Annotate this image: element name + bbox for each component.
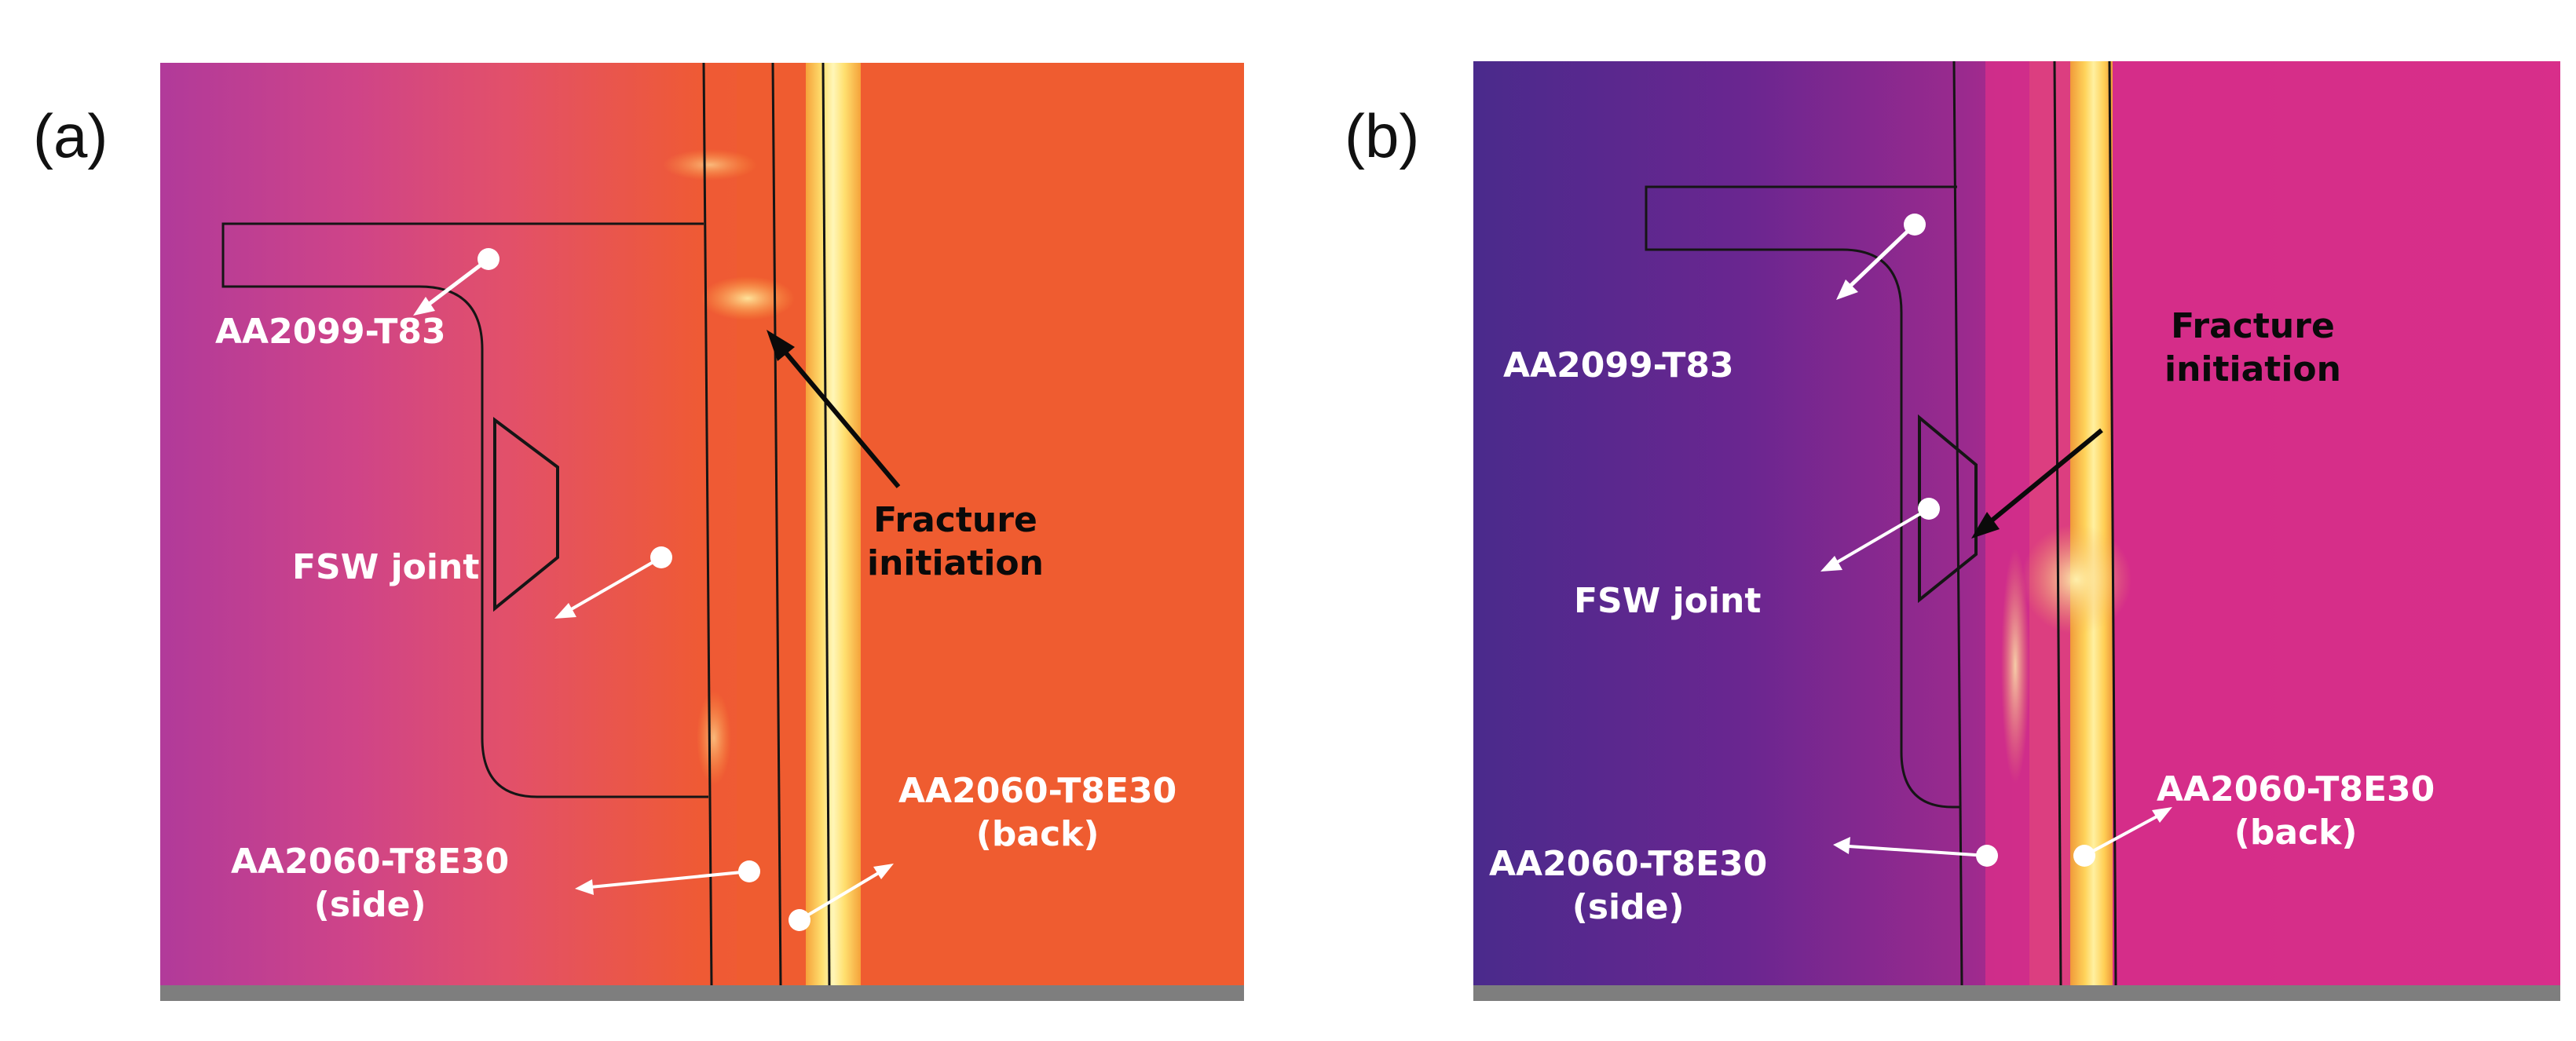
panel-b-hotspot-edge bbox=[2001, 548, 2029, 783]
panel-a-back-line2: (back) bbox=[975, 814, 1100, 854]
panel-b-back-line2: (back) bbox=[2234, 813, 2358, 853]
panel-b-baseline bbox=[1473, 985, 2560, 1001]
panel-a-fracture-line2: initiation bbox=[867, 543, 1044, 583]
panel-a-label: (a) bbox=[33, 101, 108, 170]
panel-b-side-line1: AA2060-T8E30 bbox=[1489, 844, 1768, 884]
panel-b-fracture-line1: Fracture bbox=[2171, 306, 2335, 346]
panel-a-label-aa2099: AA2099-T83 bbox=[215, 312, 446, 352]
panel-b-label-fracture: Fracture initiation bbox=[2164, 305, 2341, 391]
panel-b-thermogram bbox=[1473, 61, 2560, 985]
panel-b-fracture-hotspot bbox=[2022, 524, 2131, 634]
panel-a-fracture-arrow bbox=[780, 347, 901, 488]
panel-b-back-strip bbox=[2070, 61, 2113, 985]
panel-a-fracture-hotspot bbox=[701, 276, 795, 320]
panel-a-label-back: AA2060-T8E30 (back) bbox=[898, 769, 1176, 856]
panel-a-side-line1: AA2060-T8E30 bbox=[231, 842, 510, 882]
panel-a-label-fracture: Fracture initiation bbox=[867, 499, 1044, 585]
panel-a-outlines bbox=[221, 63, 831, 985]
panel-b-fracture-arrow bbox=[1985, 428, 2103, 527]
panel-b-thermal-image: AA2099-T83 FSW joint Fracture initiation… bbox=[1473, 61, 2560, 985]
panel-b-label-aa2099: AA2099-T83 bbox=[1503, 345, 1734, 385]
panel-b-label-back: AA2060-T8E30 (back) bbox=[2157, 768, 2435, 854]
panel-a-back-line1: AA2060-T8E30 bbox=[898, 771, 1177, 811]
panel-b-side-line2: (side) bbox=[1572, 887, 1685, 927]
panel-b-annotation-arrows bbox=[1820, 214, 2172, 867]
panel-a-label-side: AA2060-T8E30 (side) bbox=[231, 840, 509, 926]
panel-a-thermogram bbox=[160, 63, 1244, 985]
panel-b-label: (b) bbox=[1345, 101, 1420, 170]
panel-a-annotation-arrows bbox=[413, 248, 901, 931]
panel-a-thermal-image: AA2099-T83 FSW joint Fracture initiation… bbox=[160, 63, 1244, 985]
panel-a-hotspot-top bbox=[663, 149, 757, 181]
panel-a-baseline bbox=[160, 985, 1244, 1001]
panel-b-label-side: AA2060-T8E30 (side) bbox=[1489, 842, 1767, 929]
panel-a-back-strip bbox=[806, 63, 861, 985]
panel-a-hotspot-bottom bbox=[697, 691, 731, 785]
panel-a-side-line2: (side) bbox=[313, 885, 426, 925]
panel-b-outlines bbox=[1645, 61, 2117, 985]
panel-a-fracture-line1: Fracture bbox=[873, 500, 1037, 540]
panel-a-label-fsw: FSW joint bbox=[292, 547, 480, 587]
panel-b-fracture-line2: initiation bbox=[2164, 349, 2341, 389]
panel-b-label-fsw: FSW joint bbox=[1574, 581, 1762, 621]
panel-b-back-line1: AA2060-T8E30 bbox=[2157, 769, 2435, 809]
